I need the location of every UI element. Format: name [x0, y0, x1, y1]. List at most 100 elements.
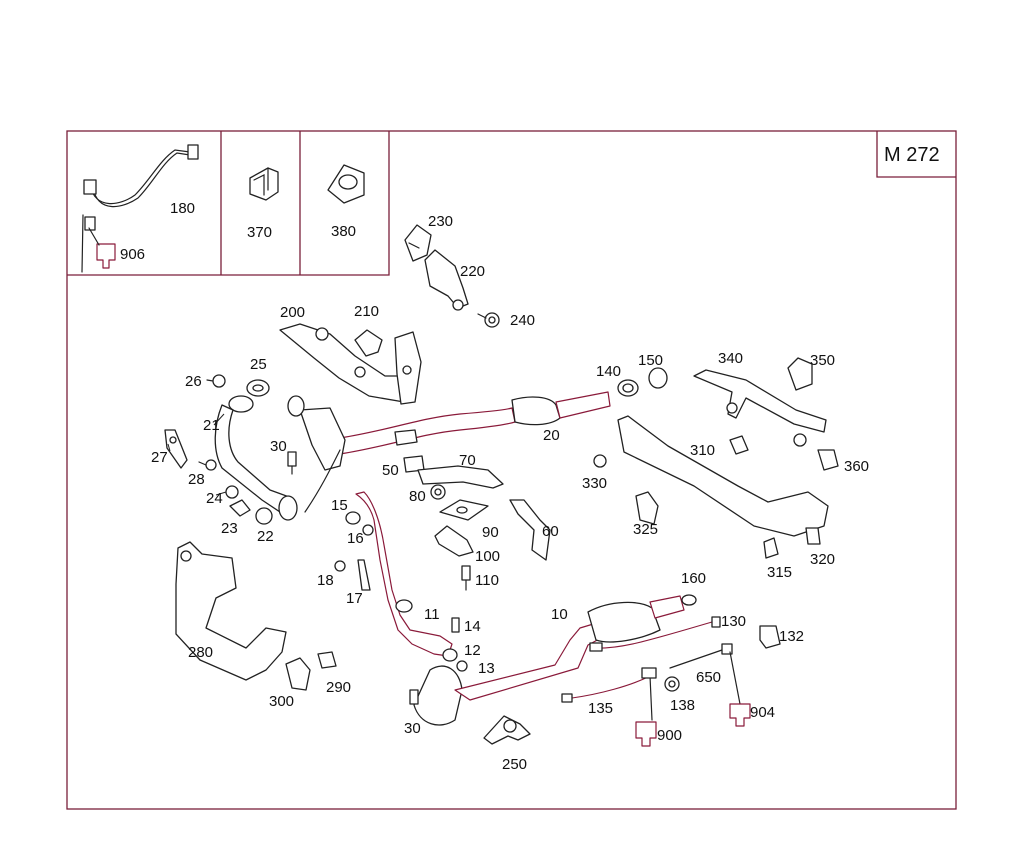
gasket-22[interactable]: [255, 507, 273, 525]
callout-p24: 24: [206, 490, 223, 507]
connector-132[interactable]: [759, 625, 781, 649]
bolt-240-icon[interactable]: [477, 312, 500, 328]
clip-370[interactable]: [249, 167, 279, 201]
bracket-310[interactable]: [617, 415, 829, 537]
harness-650[interactable]: [669, 643, 741, 705]
heat-shield-220[interactable]: [424, 249, 469, 311]
callout-p210: 210: [354, 303, 379, 320]
bracket-27[interactable]: [164, 429, 188, 469]
callout-p25: 25: [250, 356, 267, 373]
clip-315[interactable]: [763, 537, 779, 559]
nut-80-icon[interactable]: [430, 484, 446, 500]
bracket-350[interactable]: [787, 357, 813, 391]
clamp-23[interactable]: [229, 499, 251, 517]
exhaust-pipe-11[interactable]: [355, 491, 453, 657]
rubber-mount-90[interactable]: [439, 499, 489, 521]
oxygen-sensor-135[interactable]: [561, 667, 657, 721]
callout-p50: 50: [382, 462, 399, 479]
callout-p12: 12: [464, 642, 481, 659]
connector-904-icon: [729, 703, 751, 727]
callout-p900: 900: [657, 727, 682, 744]
clip-360[interactable]: [817, 449, 839, 471]
leader-lines: [167, 413, 227, 496]
oxygen-sensor-130[interactable]: [589, 616, 721, 652]
catalytic-converter-10[interactable]: [413, 594, 697, 726]
nut-24-icon[interactable]: [225, 485, 239, 499]
connector-906-icon: [88, 227, 116, 269]
callout-p15: 15: [331, 497, 348, 514]
gasket-12[interactable]: [442, 648, 458, 662]
oxygen-sensor-180[interactable]: [81, 144, 199, 273]
callout-p22: 22: [257, 528, 274, 545]
callout-p130: 130: [721, 613, 746, 630]
callout-p320: 320: [810, 551, 835, 568]
clamp-140[interactable]: [617, 379, 639, 397]
bracket-280[interactable]: [175, 541, 287, 681]
rubber-mount-250[interactable]: [483, 715, 531, 745]
bolt-28-icon[interactable]: [198, 459, 217, 471]
heat-shield-230[interactable]: [404, 224, 432, 262]
clip-300[interactable]: [285, 657, 311, 691]
callout-p132: 132: [779, 628, 804, 645]
clamp-150[interactable]: [648, 367, 668, 389]
bolt-30-lower-icon[interactable]: [409, 689, 419, 705]
clip-290[interactable]: [317, 651, 337, 669]
callout-p360: 360: [844, 458, 869, 475]
callout-p906: 906: [120, 246, 145, 263]
callout-p330: 330: [582, 475, 607, 492]
exhaust-pipe-21[interactable]: [214, 395, 298, 521]
rubber-mount-100[interactable]: [434, 525, 474, 557]
callout-p150: 150: [638, 352, 663, 369]
callout-p250: 250: [502, 756, 527, 773]
callout-p100: 100: [475, 548, 500, 565]
callout-p290: 290: [326, 679, 351, 696]
clamp-380[interactable]: [327, 164, 365, 204]
bolt-30-upper-icon[interactable]: [287, 451, 297, 475]
heat-shield-200[interactable]: [279, 323, 415, 403]
nut-13-icon[interactable]: [456, 660, 468, 672]
catalytic-converter-20[interactable]: [287, 391, 611, 513]
callout-p220: 220: [460, 263, 485, 280]
callout-p135: 135: [588, 700, 613, 717]
bracket-17[interactable]: [357, 559, 371, 591]
bracket-70[interactable]: [417, 465, 504, 489]
callout-p315: 315: [767, 564, 792, 581]
model-label-box: M 272: [876, 131, 956, 178]
callout-p138: 138: [670, 697, 695, 714]
nut-16-icon[interactable]: [362, 524, 374, 536]
callout-p180: 180: [170, 200, 195, 217]
bolt-18-icon[interactable]: [334, 560, 346, 572]
callout-p27: 27: [151, 449, 168, 466]
callout-p240: 240: [510, 312, 535, 329]
callout-p16: 16: [347, 530, 364, 547]
callout-p10: 10: [551, 606, 568, 623]
clip-325[interactable]: [635, 491, 659, 525]
heat-shield-210[interactable]: [354, 329, 422, 405]
connector-900-icon: [635, 721, 657, 747]
bolt-26-icon[interactable]: [206, 374, 226, 388]
callout-p13: 13: [478, 660, 495, 677]
callout-p230: 230: [428, 213, 453, 230]
gasket-25[interactable]: [246, 379, 270, 397]
clamp-15[interactable]: [345, 511, 361, 525]
clip-320[interactable]: [805, 527, 821, 545]
model-label: M 272: [884, 144, 940, 166]
callout-p300: 300: [269, 693, 294, 710]
bolt-110-icon[interactable]: [461, 565, 471, 591]
callout-p160: 160: [681, 570, 706, 587]
clip-138[interactable]: [664, 676, 680, 692]
callout-p280: 280: [188, 644, 213, 661]
callout-p30b: 30: [404, 720, 421, 737]
callout-p90: 90: [482, 524, 499, 541]
bolt-330-icon[interactable]: [593, 454, 607, 468]
callout-p14: 14: [464, 618, 481, 635]
callout-p30a: 30: [270, 438, 287, 455]
bracket-340[interactable]: [693, 369, 827, 433]
callout-p60: 60: [542, 523, 559, 540]
bracket-60[interactable]: [509, 499, 551, 561]
callout-p370: 370: [247, 224, 272, 241]
bolt-14-icon[interactable]: [451, 617, 460, 633]
callout-p200: 200: [280, 304, 305, 321]
